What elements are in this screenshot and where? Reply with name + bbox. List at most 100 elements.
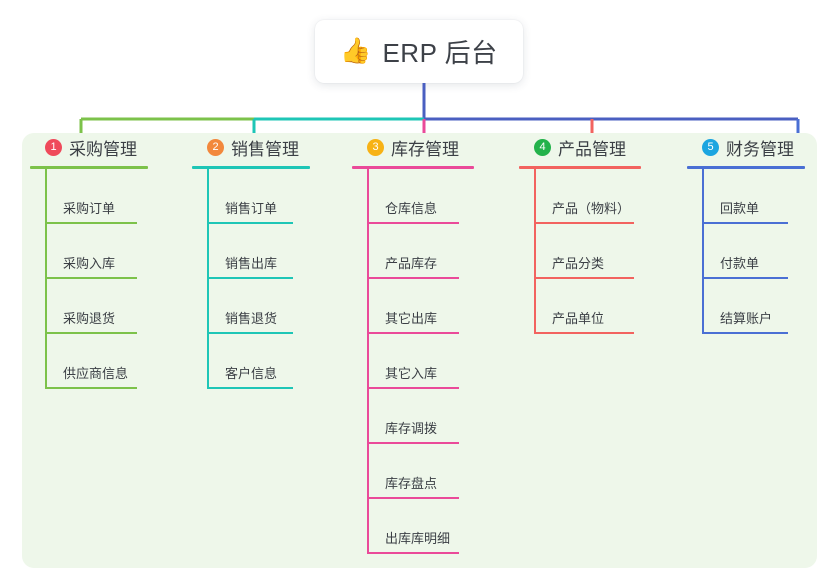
branch-item-rule [367,387,459,389]
branch-item[interactable]: 产品库存 [367,224,474,279]
branch-title: 销售管理 [231,139,299,159]
branch-item[interactable]: 库存调拨 [367,389,474,444]
branch-header-rule [192,166,310,169]
branch-item-label: 供应商信息 [63,366,129,381]
branch-header-5[interactable]: 5 财务管理 [687,133,805,161]
branch-item-label: 库存调拨 [385,421,438,436]
branch-item-label: 产品库存 [385,256,438,271]
branch-item[interactable]: 产品分类 [534,224,641,279]
branch-spine [367,169,369,554]
branch-item[interactable]: 客户信息 [207,334,310,389]
branch-item-rule [207,222,293,224]
branch-column-2: 2 销售管理销售订单销售出库销售退货客户信息 [192,133,310,389]
branch-item-label: 产品分类 [552,256,605,271]
branch-item-rule [45,332,137,334]
branch-item-rule [367,332,459,334]
branch-item-label: 回款单 [720,201,760,216]
branch-spine [45,169,47,389]
branch-items-list: 产品（物料） 产品分类产品单位 [534,169,641,334]
branch-header-rule [352,166,474,169]
branch-item-rule [45,277,137,279]
branch-item-label: 出库库明细 [385,531,451,546]
branch-item[interactable]: 产品单位 [534,279,641,334]
thumbs-up-icon: 👍 [340,37,372,65]
branch-header-4[interactable]: 4 产品管理 [519,133,641,161]
branch-item[interactable]: 库存盘点 [367,444,474,499]
branch-header-1[interactable]: 1 采购管理 [30,133,148,161]
branch-item[interactable]: 供应商信息 [45,334,148,389]
branch-item-rule [702,332,788,334]
branch-item-rule [702,222,788,224]
branch-item-label: 产品单位 [552,311,605,326]
branch-item-label: 销售出库 [225,256,278,271]
branch-item[interactable]: 其它入库 [367,334,474,389]
branch-item-rule [207,387,293,389]
branch-item-label: 其它入库 [385,366,438,381]
branch-items-list: 回款单付款单结算账户 [702,169,805,334]
branch-item-label: 其它出库 [385,311,438,326]
branch-column-4: 4 产品管理产品（物料） 产品分类产品单位 [519,133,641,334]
branch-number-badge: 4 [534,138,551,156]
branch-header-3[interactable]: 3 库存管理 [352,133,474,161]
branch-number-badge: 2 [207,138,224,156]
branch-item-label: 销售订单 [225,201,278,216]
branch-item-rule [207,277,293,279]
branch-item-rule [534,332,634,334]
branch-items-list: 采购订单采购入库采购退货供应商信息 [45,169,148,389]
branch-header-rule [687,166,805,169]
branch-title: 采购管理 [69,139,137,159]
mindmap-panel: 1 采购管理采购订单采购入库采购退货供应商信息 2 销售管理销售订单销售出库销售退货客… [22,133,817,568]
branch-item-label: 仓库信息 [385,201,438,216]
branch-header-rule [30,166,148,169]
branch-title: 库存管理 [391,139,459,159]
branch-item[interactable]: 其它出库 [367,279,474,334]
branch-item[interactable]: 出库库明细 [367,499,474,554]
branch-number-badge: 3 [367,138,384,156]
branch-column-3: 3 库存管理仓库信息产品库存其它出库其它入库库存调拨库存盘点出库库明细 [352,133,474,554]
branch-item[interactable]: 采购入库 [45,224,148,279]
branch-spine [534,169,536,334]
root-node-title: ERP 后台 [382,38,498,68]
branch-item[interactable]: 产品（物料） [534,169,641,224]
branch-item[interactable]: 仓库信息 [367,169,474,224]
branch-item[interactable]: 销售订单 [207,169,310,224]
branch-item-rule [367,497,459,499]
branch-number-badge: 1 [45,138,62,156]
branch-item-label: 采购订单 [63,201,116,216]
branch-item-rule [367,222,459,224]
branch-column-5: 5 财务管理回款单付款单结算账户 [687,133,805,334]
branch-items-list: 仓库信息产品库存其它出库其它入库库存调拨库存盘点出库库明细 [367,169,474,554]
branch-item-rule [534,277,634,279]
branch-item-rule [534,222,634,224]
root-node-card[interactable]: 👍 ERP 后台 [315,20,523,83]
branch-item-rule [45,387,137,389]
branch-items-list: 销售订单销售出库销售退货客户信息 [207,169,310,389]
branch-item[interactable]: 结算账户 [702,279,805,334]
branch-title: 产品管理 [558,139,626,159]
branch-item-label: 付款单 [720,256,760,271]
branch-title: 财务管理 [726,139,794,159]
branch-spine [207,169,209,389]
branch-item[interactable]: 回款单 [702,169,805,224]
branch-number-badge: 5 [702,138,719,156]
branch-item-rule [367,442,459,444]
branch-item-label: 结算账户 [720,311,773,326]
branch-item[interactable]: 付款单 [702,224,805,279]
branch-item[interactable]: 采购退货 [45,279,148,334]
branch-item-label: 产品（物料） [552,201,631,216]
branch-item-rule [702,277,788,279]
branch-item[interactable]: 采购订单 [45,169,148,224]
branch-item-rule [45,222,137,224]
branch-item-label: 采购入库 [63,256,116,271]
branch-item[interactable]: 销售退货 [207,279,310,334]
branch-header-2[interactable]: 2 销售管理 [192,133,310,161]
branch-item[interactable]: 销售出库 [207,224,310,279]
branch-item-rule [367,277,459,279]
branch-column-1: 1 采购管理采购订单采购入库采购退货供应商信息 [30,133,148,389]
branch-item-label: 采购退货 [63,311,116,326]
branch-item-rule [207,332,293,334]
branch-item-label: 客户信息 [225,366,278,381]
branch-item-label: 库存盘点 [385,476,438,491]
branch-item-rule [367,552,459,554]
branch-spine [702,169,704,334]
